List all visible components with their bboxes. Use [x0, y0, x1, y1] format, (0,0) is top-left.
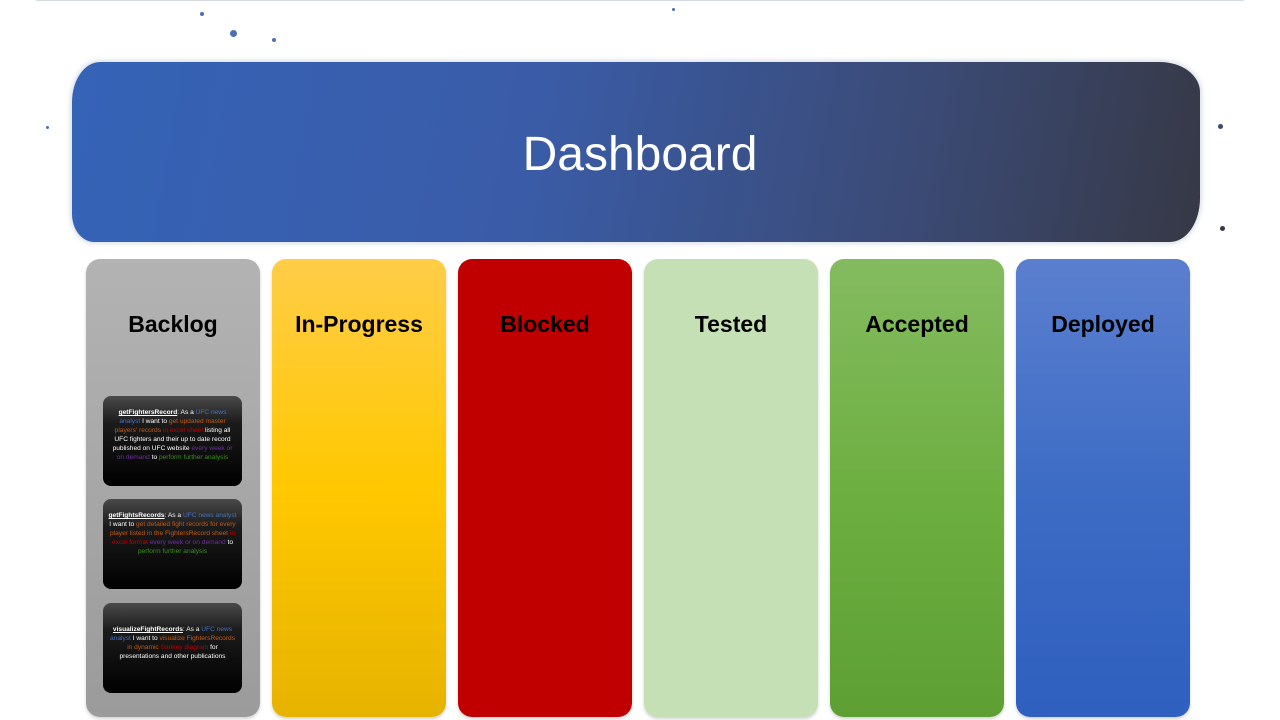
- paint-speck: [200, 12, 204, 16]
- story-card-name: getFightersRecord: [118, 409, 178, 416]
- paint-speck: [1220, 226, 1225, 231]
- paint-speck: [230, 30, 237, 37]
- column-title-backlog: Backlog: [128, 311, 218, 337]
- column-deployed: Deployed: [1016, 259, 1190, 717]
- column-accepted: Accepted: [830, 259, 1004, 717]
- story-card-visualize-fight-records[interactable]: visualizeFightRecords: As a UFC news ana…: [103, 603, 242, 693]
- paint-speck: [46, 126, 49, 129]
- column-in-progress: In-Progress: [272, 259, 446, 717]
- column-title-tested: Tested: [694, 311, 768, 337]
- story-card-get-fights-records[interactable]: getFightsRecords: As a UFC news analyst …: [103, 499, 242, 589]
- column-blocked: Blocked: [458, 259, 632, 717]
- top-rule: [36, 0, 1244, 1]
- brush-stroke-banner: [72, 62, 1200, 242]
- title-banner: [40, 8, 1240, 270]
- story-card-name: getFightsRecords: [108, 512, 165, 519]
- column-title-deployed: Deployed: [1051, 311, 1155, 337]
- paint-speck: [272, 38, 276, 42]
- story-card-name: visualizeFightRecords: [112, 626, 183, 633]
- column-title-blocked: Blocked: [500, 311, 590, 337]
- paint-speck: [672, 8, 675, 11]
- story-card-get-fighters-record[interactable]: getFightersRecord: As a UFC news analyst…: [103, 396, 242, 486]
- column-title-accepted: Accepted: [865, 311, 969, 337]
- column-title-in-progress: In-Progress: [295, 311, 423, 337]
- column-tested: Tested: [644, 259, 818, 717]
- paint-speck: [1218, 124, 1223, 129]
- page-title: Dashboard: [522, 128, 758, 181]
